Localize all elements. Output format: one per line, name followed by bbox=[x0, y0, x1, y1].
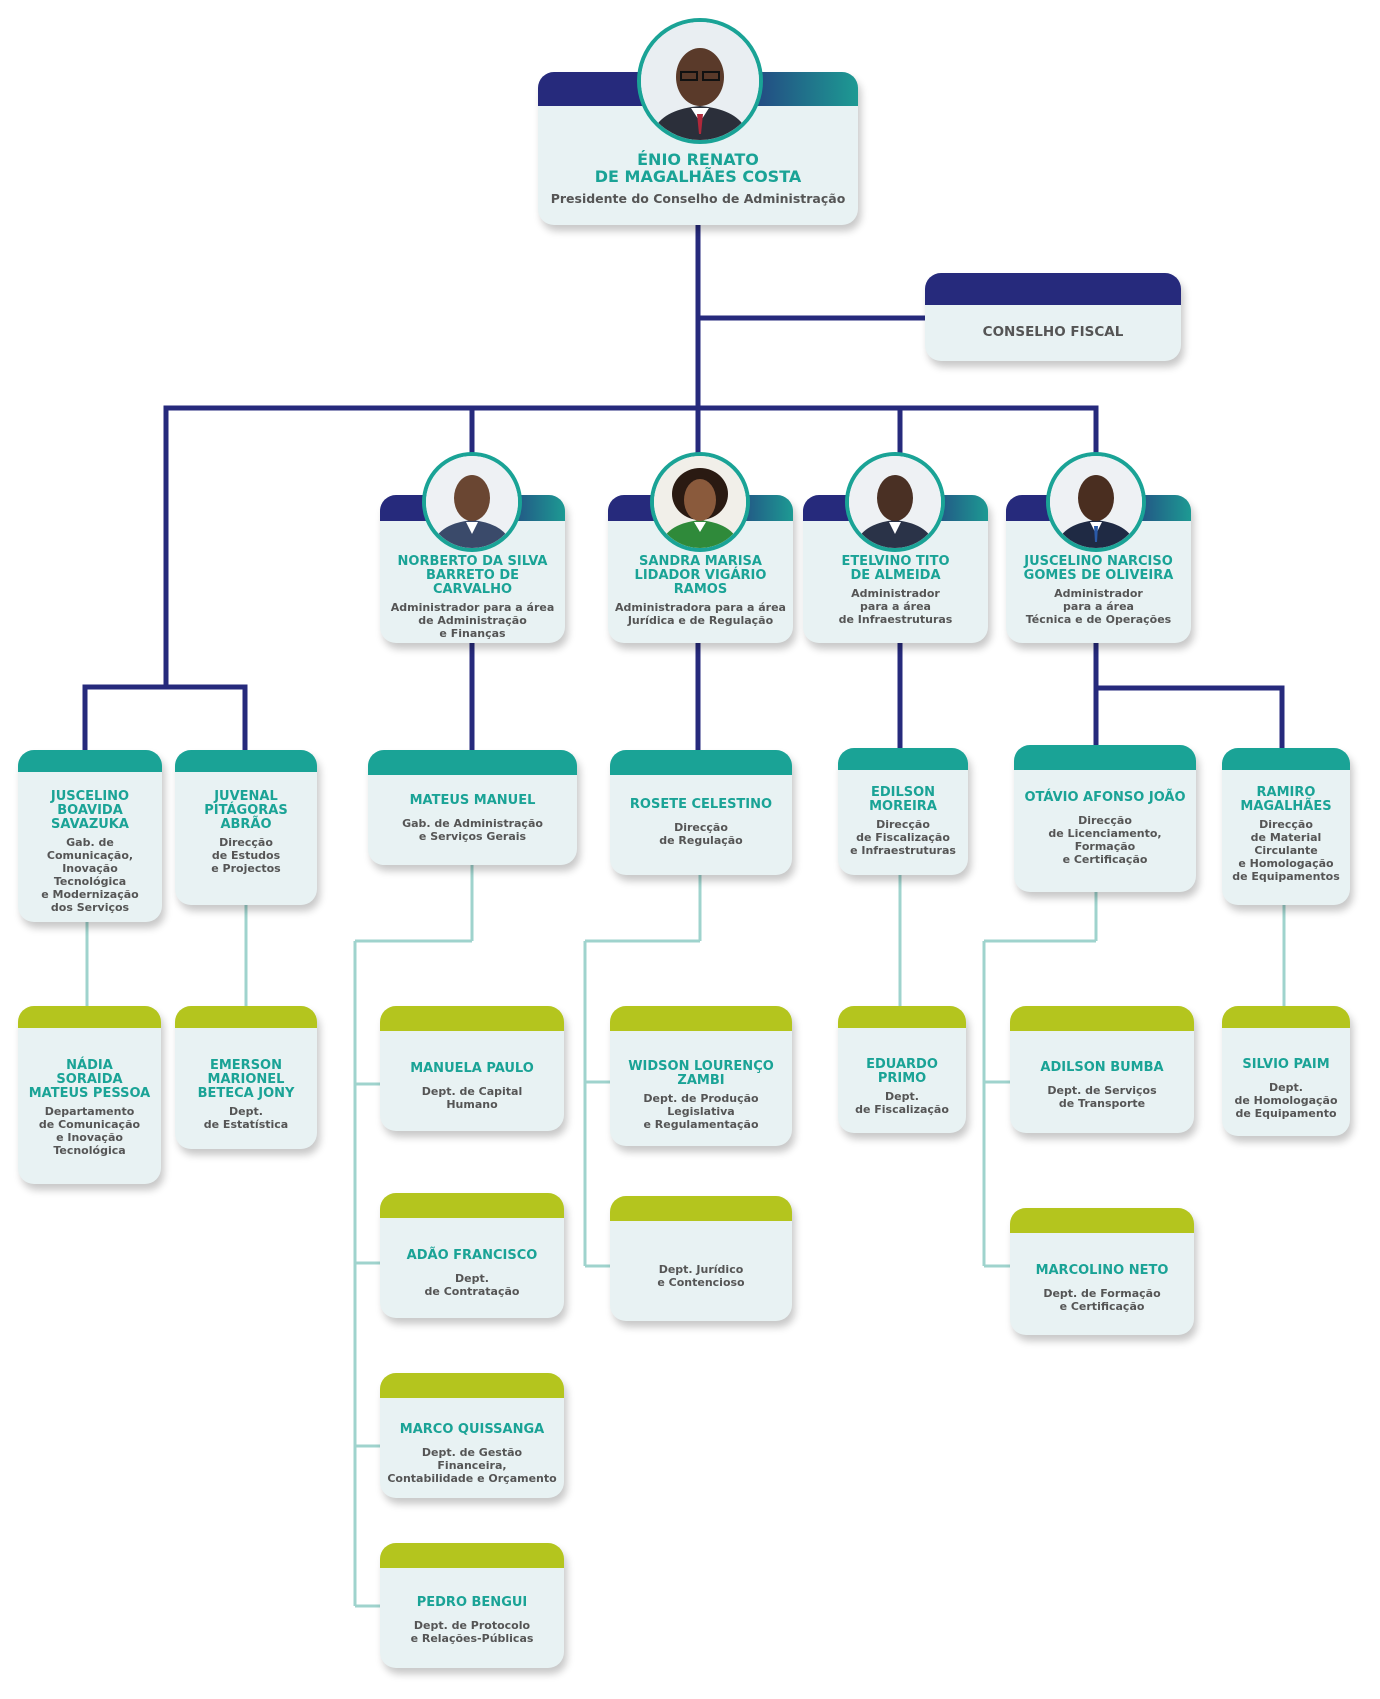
director-name: RAMIRO bbox=[1256, 785, 1316, 800]
department-name: EMERSON bbox=[209, 1058, 282, 1073]
department-name: ADÃO FRANCISCO bbox=[406, 1248, 538, 1263]
director-name: BOAVIDA bbox=[57, 803, 123, 818]
director-name: ROSETE CELESTINO bbox=[629, 797, 773, 812]
department-card: ADÃO FRANCISCO Dept.de Contratação bbox=[380, 1193, 564, 1318]
department-name: ZAMBI bbox=[677, 1073, 725, 1088]
director-name: SAVAZUKA bbox=[51, 817, 129, 832]
admin-name: JUSCELINO NARCISO bbox=[1024, 554, 1173, 569]
admin-name: BARRETO DE CARVALHO bbox=[426, 568, 519, 597]
conselho-fiscal-card: CONSELHO FISCAL bbox=[925, 273, 1181, 361]
department-name: MATEUS PESSOA bbox=[28, 1086, 151, 1101]
admin-photo-sandra bbox=[650, 452, 750, 552]
admin-name: NORBERTO DA SILVA bbox=[397, 554, 548, 569]
department-name: ADILSON BUMBA bbox=[1040, 1060, 1164, 1075]
department-name: MARCO QUISSANGA bbox=[399, 1422, 545, 1437]
department-name: MARIONEL bbox=[207, 1072, 285, 1087]
president-name-line1: ÉNIO RENATO bbox=[637, 150, 759, 169]
admin-name: ETELVINO TITO bbox=[841, 554, 950, 569]
admin-card-norberto: NORBERTO DA SILVA BARRETO DE CARVALHO Ad… bbox=[380, 495, 565, 643]
director-name: OTÁVIO AFONSO JOÃO bbox=[1024, 790, 1186, 805]
department-name: PEDRO BENGUI bbox=[416, 1595, 528, 1610]
department-name: PRIMO bbox=[877, 1071, 927, 1086]
department-name: SORAIDA bbox=[56, 1072, 123, 1087]
president-name-line2: DE MAGALHÃES COSTA bbox=[594, 167, 802, 186]
department-name: MANUELA PAULO bbox=[410, 1061, 534, 1076]
director-name: JUSCELINO bbox=[50, 789, 130, 804]
admin-card-juscelino: JUSCELINO NARCISO GOMES DE OLIVEIRA Admi… bbox=[1006, 495, 1191, 643]
department-card: EDUARDO PRIMO Dept.de Fiscalização bbox=[838, 1006, 966, 1133]
admin-photo-norberto bbox=[422, 452, 522, 552]
director-name: EDILSON bbox=[870, 785, 936, 800]
department-role: Dept.de Estatística bbox=[203, 1105, 289, 1131]
department-card: NÁDIA SORAIDA MATEUS PESSOA Departamento… bbox=[18, 1006, 161, 1184]
department-role: Dept.de Fiscalização bbox=[855, 1090, 949, 1116]
conselho-fiscal-label: CONSELHO FISCAL bbox=[982, 324, 1124, 340]
department-name: WIDSON LOURENÇO bbox=[628, 1059, 774, 1074]
department-name: EDUARDO bbox=[866, 1057, 938, 1072]
admin-name: DE ALMEIDA bbox=[850, 568, 941, 583]
department-role: Dept.de Contratação bbox=[424, 1272, 520, 1298]
director-name: PITÁGORAS bbox=[204, 803, 288, 818]
department-card: EMERSON MARIONEL BETECA JONY Dept.de Est… bbox=[175, 1006, 317, 1149]
department-name: SILVIO PAIM bbox=[1242, 1057, 1330, 1072]
admin-name: RAMOS bbox=[673, 582, 728, 597]
admin-photo-etelvino bbox=[845, 452, 945, 552]
director-name: MOREIRA bbox=[869, 799, 937, 814]
admin-name: GOMES DE OLIVEIRA bbox=[1023, 568, 1174, 583]
president-role: Presidente do Conselho de Administração bbox=[550, 191, 846, 206]
department-name: MARCOLINO NETO bbox=[1035, 1263, 1169, 1278]
director-name: JUVENAL bbox=[214, 789, 278, 804]
department-name: NÁDIA bbox=[66, 1058, 113, 1073]
director-name: ABRÃO bbox=[220, 817, 272, 832]
director-name: MATEUS MANUEL bbox=[409, 793, 536, 808]
admin-name: SANDRA MARISA bbox=[639, 554, 762, 569]
director-card: JUSCELINO BOAVIDA SAVAZUKA Gab. de Comun… bbox=[18, 750, 162, 922]
admin-photo-juscelino bbox=[1046, 452, 1146, 552]
department-name: BETECA JONY bbox=[197, 1086, 295, 1101]
president-photo bbox=[637, 18, 763, 144]
director-name: MAGALHÃES bbox=[1240, 799, 1332, 814]
admin-name: LIDADOR VIGÁRIO bbox=[634, 568, 767, 583]
